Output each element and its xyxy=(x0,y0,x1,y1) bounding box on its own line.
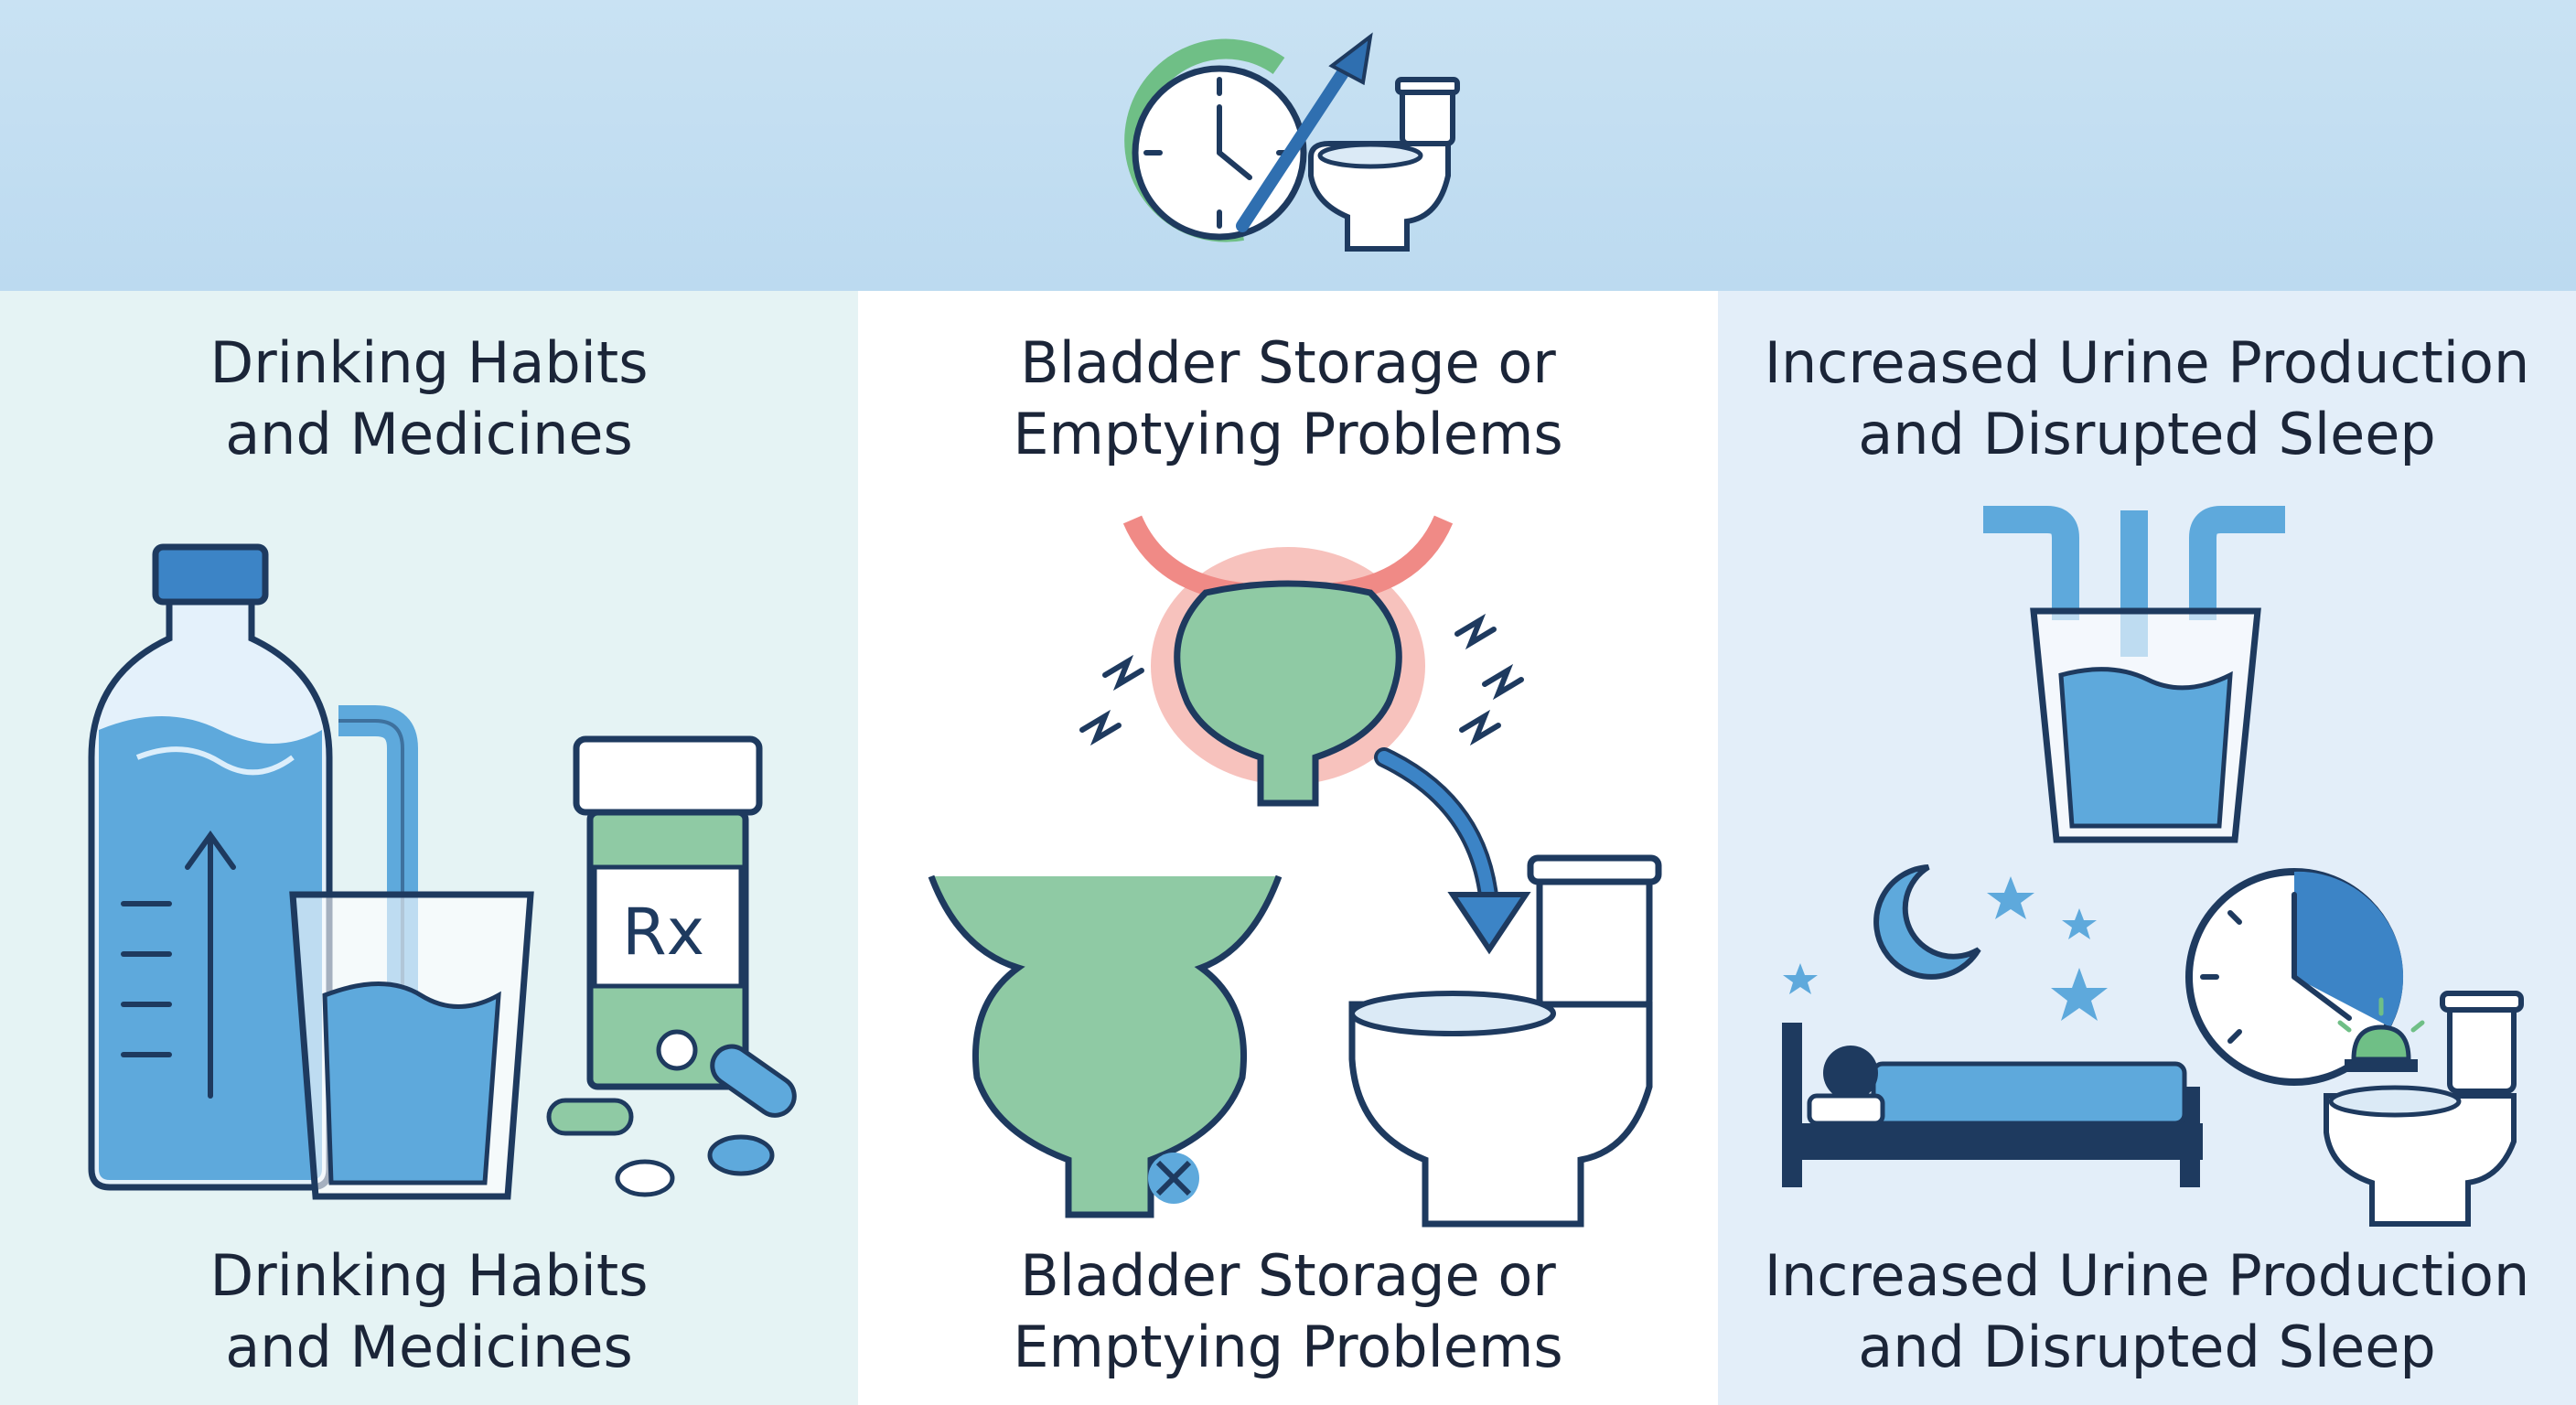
rx-label: Rx xyxy=(622,895,704,970)
panel-urine-production-sleep: Increased Urine Production and Disrupted… xyxy=(1718,291,2576,1405)
panel-bladder-problems: Bladder Storage or Emptying Problems Bla… xyxy=(858,291,1718,1405)
glass-bed-clock-toilet-icon xyxy=(1782,506,2524,1227)
panel-caption: Bladder Storage or Emptying Problems xyxy=(1013,1242,1563,1380)
panel-title: Bladder Storage or Emptying Problems xyxy=(1013,329,1563,467)
clock-arrow-toilet-icon xyxy=(1124,32,1460,252)
panel-title: Drinking Habits and Medicines xyxy=(209,329,649,467)
header-banner xyxy=(0,0,2576,291)
panel-caption: Increased Urine Production and Disrupted… xyxy=(1764,1242,2530,1380)
panel-title: Increased Urine Production and Disrupted… xyxy=(1764,329,2530,467)
panel-drinking-habits: Drinking Habits and Medicines Rx xyxy=(0,291,858,1405)
panel-caption: Drinking Habits and Medicines xyxy=(209,1242,649,1380)
bladder-toilet-icon xyxy=(928,515,1662,1228)
water-bottle-glass-pills-icon: Rx xyxy=(88,543,797,1200)
